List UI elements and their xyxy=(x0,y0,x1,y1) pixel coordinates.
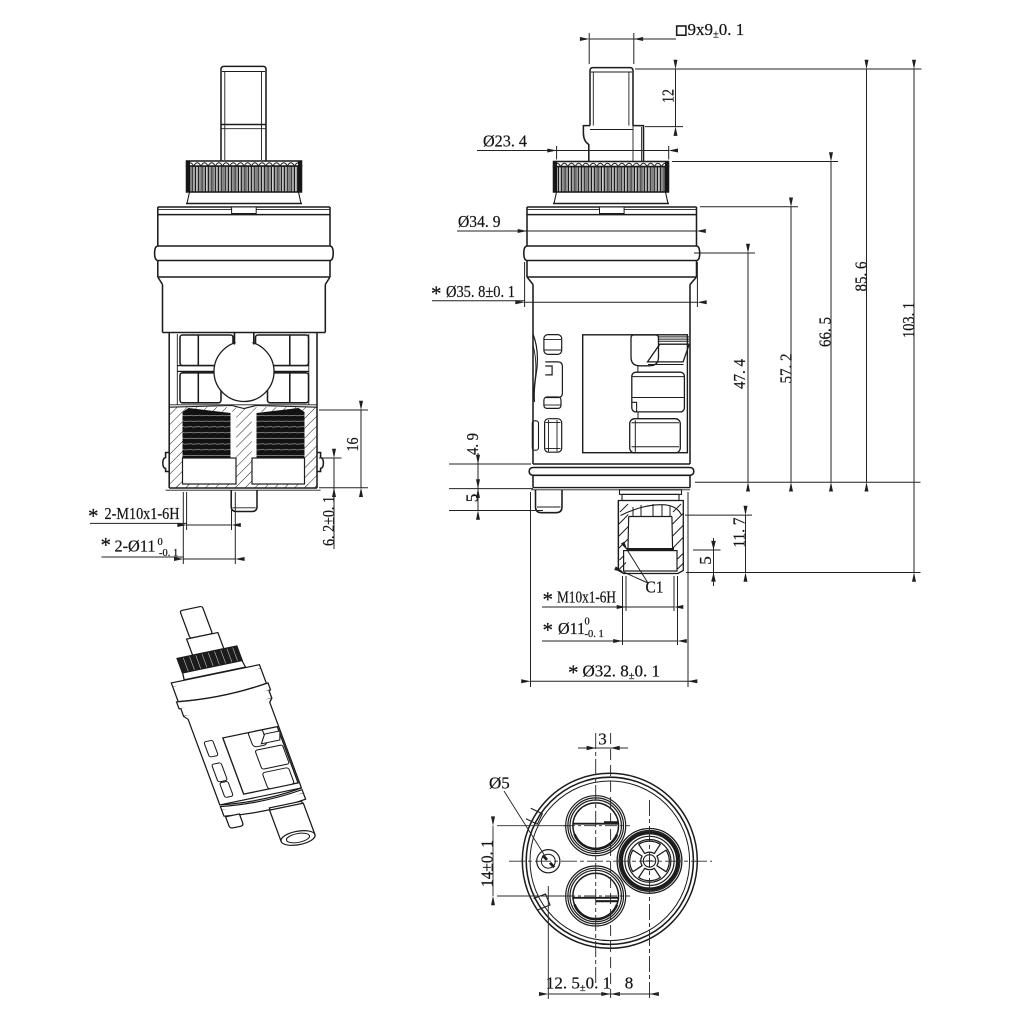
svg-text:12. 5±0. 1: 12. 5±0. 1 xyxy=(546,974,611,995)
svg-text:4. 9: 4. 9 xyxy=(463,433,482,455)
svg-text:Ø23. 4: Ø23. 4 xyxy=(483,132,527,151)
svg-text:Ø11: Ø11 xyxy=(558,619,585,638)
svg-text:85. 6: 85. 6 xyxy=(852,262,871,292)
svg-text:*: * xyxy=(88,504,99,528)
svg-text:12: 12 xyxy=(659,89,678,103)
svg-text:C1: C1 xyxy=(646,578,664,597)
svg-text:6. 2±0. 1: 6. 2±0. 1 xyxy=(319,496,338,546)
svg-text:2-M10x1-6H: 2-M10x1-6H xyxy=(105,504,180,523)
svg-text:47. 4: 47. 4 xyxy=(730,359,749,389)
svg-text:2-Ø11: 2-Ø11 xyxy=(115,537,156,556)
svg-text:57. 2: 57. 2 xyxy=(777,354,796,384)
svg-text:*: * xyxy=(431,282,442,306)
svg-text:0: 0 xyxy=(585,617,590,628)
svg-text:103. 1: 103. 1 xyxy=(899,302,918,338)
svg-text:5: 5 xyxy=(463,494,482,503)
svg-text:9x9±0. 1: 9x9±0. 1 xyxy=(688,20,745,41)
svg-text:*: * xyxy=(568,661,579,685)
svg-text:M10x1-6H: M10x1-6H xyxy=(557,588,616,607)
svg-text:*: * xyxy=(543,588,554,612)
svg-text:*: * xyxy=(543,618,554,642)
svg-text:Ø32. 8±0. 1: Ø32. 8±0. 1 xyxy=(583,662,661,683)
svg-text:5: 5 xyxy=(696,556,715,565)
svg-text:*: * xyxy=(101,533,112,557)
svg-text:-0. 1: -0. 1 xyxy=(159,548,178,559)
svg-text:Ø5: Ø5 xyxy=(489,774,510,793)
svg-text:8: 8 xyxy=(625,974,634,993)
svg-text:11. 7: 11. 7 xyxy=(730,517,749,547)
svg-text:3: 3 xyxy=(598,730,607,749)
svg-text:0: 0 xyxy=(158,537,163,548)
svg-text:66. 5: 66. 5 xyxy=(816,317,835,347)
svg-text:14±0. 1: 14±0. 1 xyxy=(478,840,497,887)
svg-text:Ø35. 8±0. 1: Ø35. 8±0. 1 xyxy=(446,282,515,301)
svg-text:16: 16 xyxy=(343,438,362,452)
svg-text:Ø34. 9: Ø34. 9 xyxy=(458,212,501,231)
svg-text:-0. 1: -0. 1 xyxy=(585,629,604,640)
